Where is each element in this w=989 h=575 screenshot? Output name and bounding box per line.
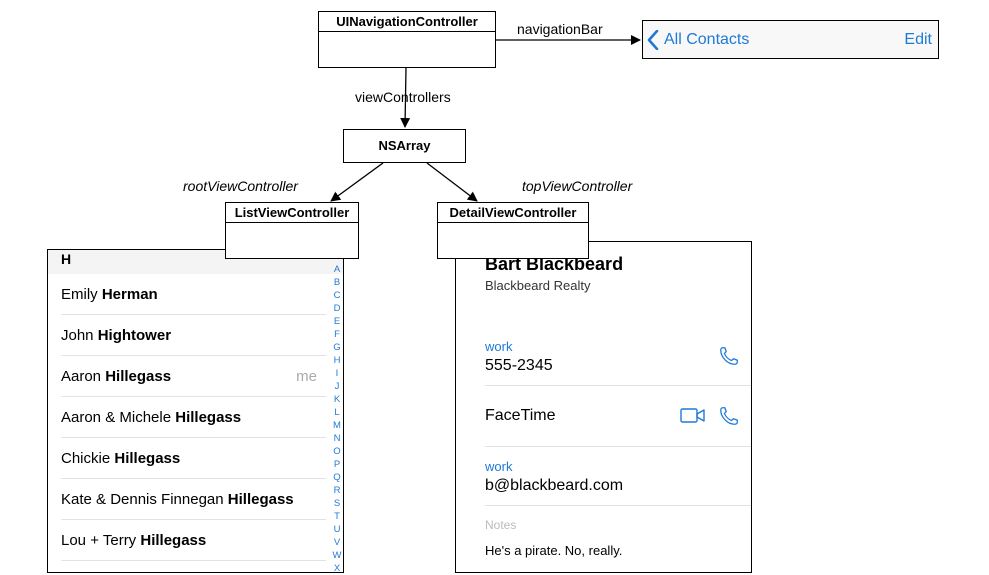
node-navigation-controller: UINavigationController — [318, 11, 496, 68]
contact-last-name: Hillegass — [105, 368, 172, 385]
contact-last-name: Hillegass — [114, 450, 181, 467]
index-letter[interactable]: G — [333, 342, 341, 353]
index-letter[interactable]: M — [333, 420, 341, 431]
label-view-controllers: viewControllers — [355, 89, 451, 105]
contact-first-name: John — [61, 327, 94, 344]
list-item[interactable]: Emily Herman — [61, 275, 326, 315]
node-navigation-controller-title: UINavigationController — [319, 12, 495, 32]
label-root-view-controller: rootViewController — [183, 178, 298, 194]
edit-button[interactable]: Edit — [904, 31, 932, 48]
facetime-label[interactable]: FaceTime — [485, 407, 556, 424]
index-letter[interactable]: P — [333, 459, 341, 470]
index-letter[interactable]: B — [333, 277, 341, 288]
contact-first-name: Aaron & Michele — [61, 409, 172, 426]
node-list-view-controller: ListViewController — [225, 202, 359, 259]
contact-first-name: Chickie — [61, 450, 111, 467]
index-letter[interactable]: V — [333, 537, 341, 548]
label-top-view-controller: topViewController — [522, 178, 633, 194]
index-letter[interactable]: W — [332, 550, 342, 561]
email-label: work — [485, 459, 513, 474]
node-nsarray-title: NSArray — [378, 138, 431, 153]
node-nsarray: NSArray — [343, 129, 466, 163]
index-letter[interactable]: L — [334, 407, 340, 418]
list-item[interactable]: Aaron Hillegass me — [61, 357, 326, 397]
index-letter[interactable]: U — [333, 524, 341, 535]
index-letter[interactable]: A — [333, 264, 341, 275]
edge-top-view-controller — [426, 162, 478, 202]
contact-last-name: Hillegass — [140, 532, 207, 549]
node-detail-view-controller: DetailViewController — [437, 202, 589, 259]
index-letter[interactable]: C — [333, 290, 341, 301]
contact-first-name: Kate & Dennis Finnegan — [61, 491, 224, 508]
list-item[interactable]: John Hightower — [61, 316, 326, 356]
list-item[interactable]: Lou + Terry Hillegass — [61, 521, 326, 561]
chevron-left-icon — [647, 29, 659, 50]
phone-label: work — [485, 339, 513, 354]
email-value[interactable]: b@blackbeard.com — [485, 477, 624, 494]
contact-first-name: Aaron — [61, 368, 102, 385]
contact-last-name: Hillegass — [227, 491, 294, 508]
navigation-bar-mock: All Contacts Edit — [642, 20, 939, 59]
index-letter[interactable]: H — [333, 355, 341, 366]
label-navigation-bar: navigationBar — [517, 21, 603, 37]
contact-company: Blackbeard Realty — [485, 278, 591, 293]
phone-icon[interactable] — [718, 405, 740, 427]
list-item[interactable]: Aaron & Michele Hillegass — [61, 398, 326, 438]
index-letter[interactable]: O — [333, 446, 341, 457]
contact-last-name: Hightower — [97, 327, 172, 344]
phone-value[interactable]: 555-2345 — [485, 357, 553, 374]
index-letter[interactable]: K — [333, 394, 341, 405]
node-list-view-controller-title: ListViewController — [226, 203, 358, 223]
index-letter[interactable]: R — [333, 485, 341, 496]
contact-first-name: Lou + Terry — [61, 532, 137, 549]
index-letter[interactable]: N — [333, 433, 341, 444]
back-button-label: All Contacts — [664, 30, 750, 48]
node-detail-view-controller-title: DetailViewController — [438, 203, 588, 223]
separator — [485, 505, 751, 506]
index-letter[interactable]: J — [334, 381, 340, 392]
me-badge: me — [296, 368, 317, 385]
index-letter[interactable]: E — [333, 316, 341, 327]
back-button[interactable]: All Contacts — [647, 21, 749, 58]
list-item[interactable]: Kate & Dennis Finnegan Hillegass — [61, 480, 326, 520]
contact-detail-panel: Bart Blackbeard Blackbeard Realty work 5… — [455, 241, 752, 573]
separator — [485, 446, 751, 447]
index-letter[interactable]: T — [334, 511, 340, 522]
index-letter[interactable]: S — [333, 498, 341, 509]
index-letter[interactable]: Q — [333, 472, 341, 483]
index-letter[interactable]: F — [334, 329, 340, 340]
index-letter[interactable]: D — [333, 303, 341, 314]
notes-value: He's a pirate. No, really. — [485, 543, 623, 558]
index-letter[interactable]: I — [335, 368, 339, 379]
contact-last-name: Hillegass — [175, 409, 242, 426]
edge-root-view-controller — [330, 162, 384, 202]
contact-last-name: Herman — [101, 286, 158, 303]
phone-icon[interactable] — [718, 345, 740, 367]
notes-label: Notes — [485, 518, 517, 532]
separator — [485, 385, 751, 386]
video-camera-icon[interactable] — [680, 407, 706, 424]
contact-first-name: Emily — [61, 286, 98, 303]
index-letter[interactable]: X — [333, 563, 341, 573]
list-item[interactable]: Chickie Hillegass — [61, 439, 326, 479]
edge-view-controllers — [400, 67, 411, 128]
contact-name: Bart Blackbeard — [485, 254, 624, 274]
